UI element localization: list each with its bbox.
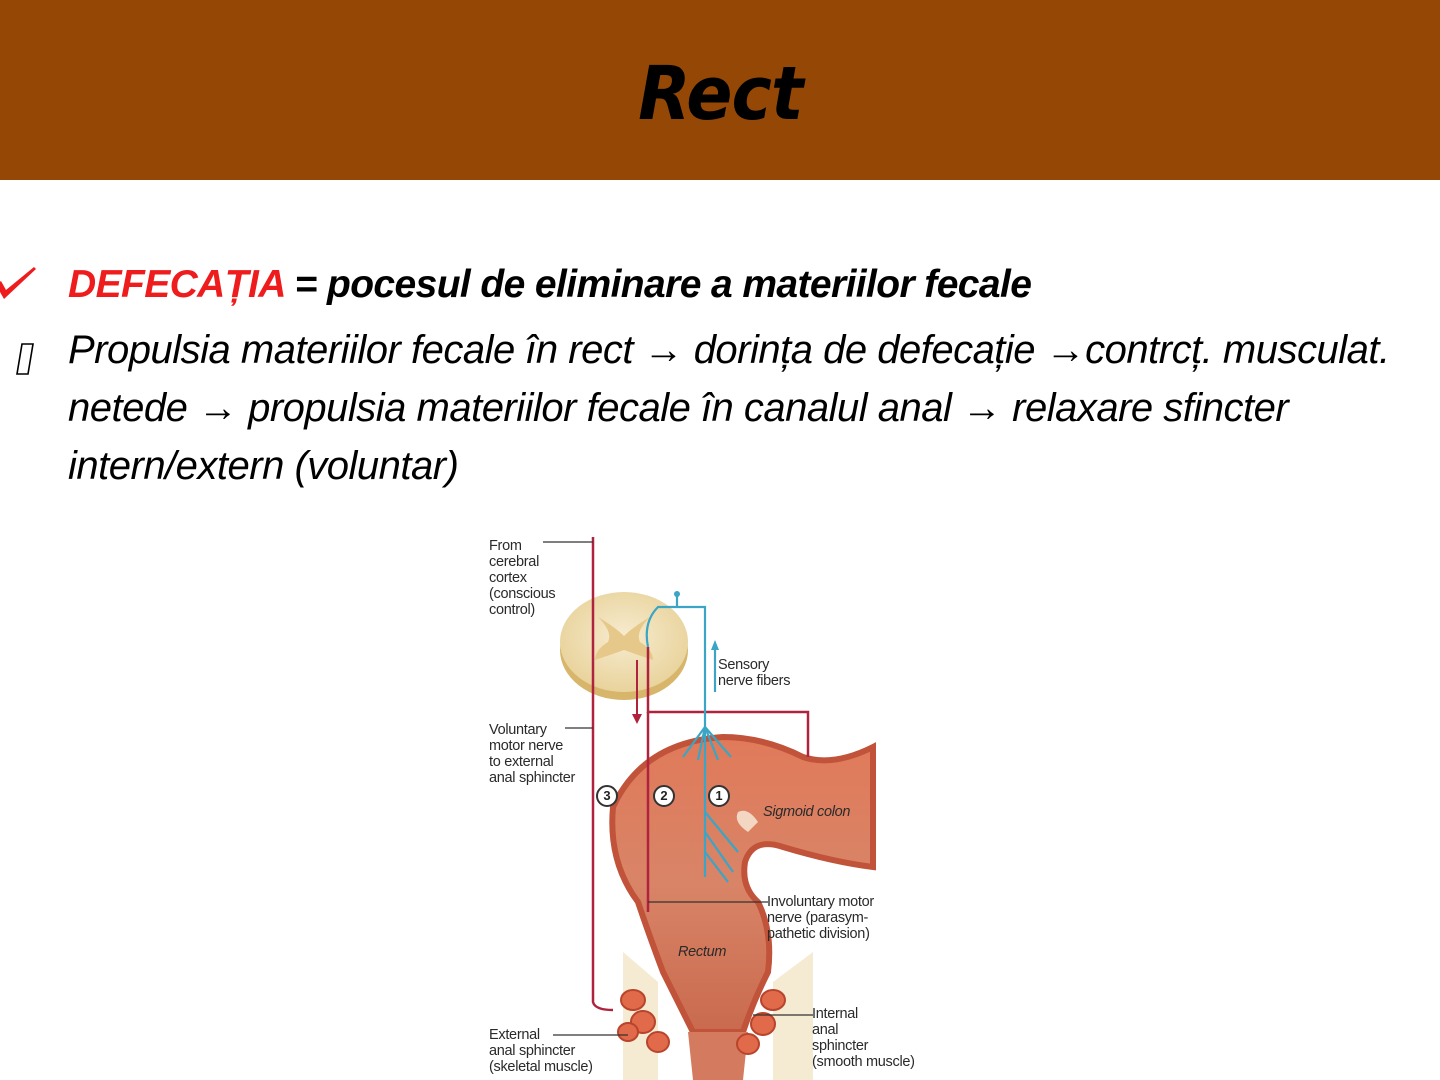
checkmark-icon: [0, 263, 40, 309]
step-marker-1: 1: [708, 785, 730, 807]
anatomy-illustration: [543, 537, 876, 1080]
term-defecatia: DEFECAȚIA: [68, 263, 285, 306]
label-internal-anal-sphincter: Internal anal sphincter (smooth muscle): [812, 1006, 915, 1070]
bullet-definition: DEFECAȚIA = pocesul de eliminare a mater…: [0, 255, 1440, 315]
missing-glyph-box-icon: [16, 333, 34, 375]
label-voluntary-motor-nerve: Voluntary motor nerve to external anal s…: [489, 722, 576, 786]
title-bar: Rect: [0, 0, 1440, 180]
step-marker-3: 3: [596, 785, 618, 807]
process-text: Propulsia materiilor fecale în rect → do…: [68, 328, 1390, 488]
defecation-reflex-diagram: From cerebral cortex (conscious control)…: [483, 532, 935, 1080]
label-sigmoid-colon: Sigmoid colon: [763, 804, 851, 820]
label-cerebral-cortex: From cerebral cortex (conscious control): [489, 538, 556, 618]
step-marker-2: 2: [653, 785, 675, 807]
slide-title: Rect: [637, 51, 803, 137]
bullet-process: Propulsia materiilor fecale în rect → do…: [0, 321, 1408, 495]
label-external-anal-sphincter: External anal sphincter (skeletal muscle…: [489, 1027, 593, 1075]
label-involuntary-motor-nerve: Involuntary motor nerve (parasym- pathet…: [767, 894, 874, 942]
label-rectum: Rectum: [678, 944, 727, 960]
slide-content: DEFECAȚIA = pocesul de eliminare a mater…: [0, 255, 1440, 495]
definition-text: = pocesul de eliminare a materiilor feca…: [284, 263, 1032, 306]
label-sensory-nerve-fibers: Sensory nerve fibers: [718, 657, 791, 689]
